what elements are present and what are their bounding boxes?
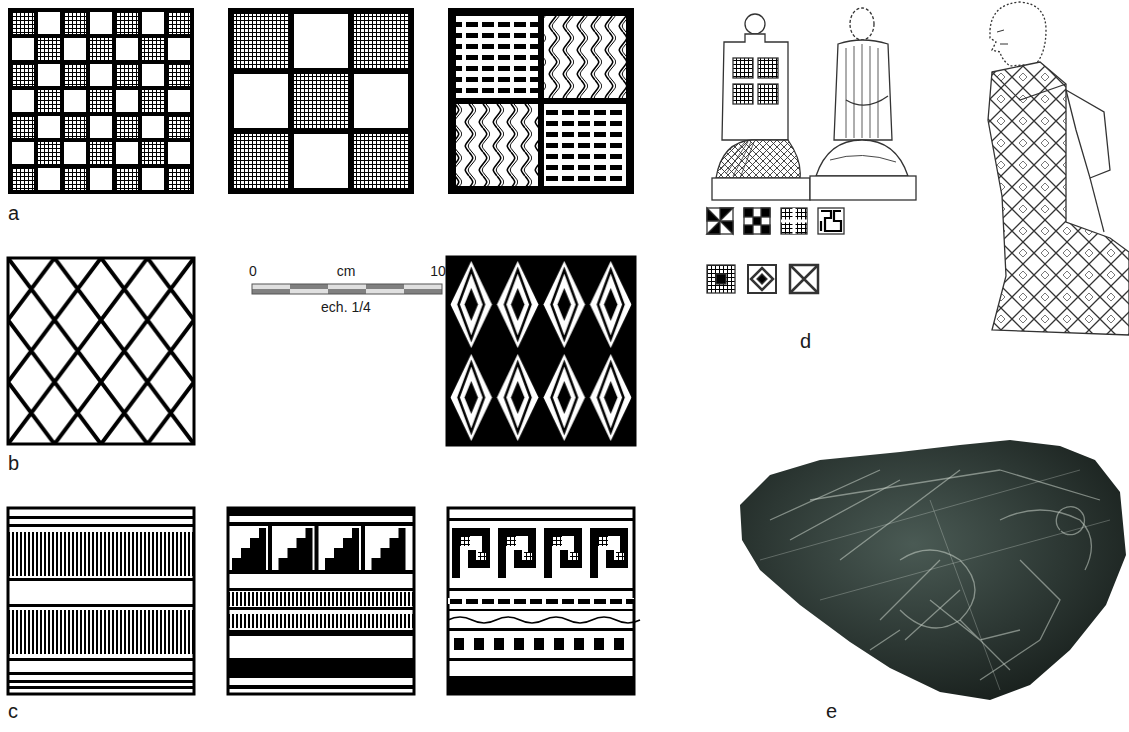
figurine-drawings [707, 2, 1129, 335]
scale-tick: 0 [249, 264, 257, 279]
pattern-a2 [228, 8, 414, 194]
panel-letter: d [800, 330, 811, 352]
label-slot: b [8, 452, 19, 474]
label-slot: 0 [249, 262, 257, 280]
engraved-stone-photo [740, 440, 1126, 700]
label-slot: cm [337, 262, 356, 280]
pattern-b1 [8, 258, 194, 444]
panel-letter: b [8, 452, 19, 474]
panel-letter: c [8, 700, 18, 722]
pattern-c1 [8, 508, 194, 694]
label-slot: c [8, 700, 18, 722]
panel-letter: e [826, 700, 837, 722]
label-slot: a [8, 202, 19, 224]
label-slot: ech. 1/4 [321, 298, 371, 316]
pattern-a3 [448, 8, 634, 194]
pattern-b3 [448, 258, 634, 444]
label-slot: 10 [430, 262, 446, 280]
label-slot: d [800, 330, 811, 352]
scale-ratio: ech. 1/4 [321, 300, 371, 315]
panel-letter: a [8, 202, 19, 224]
pattern-c3 [448, 508, 640, 694]
label-slot: e [826, 700, 837, 722]
scale-bar [252, 284, 442, 294]
scale-tick: 10 [430, 264, 446, 279]
scale-unit: cm [337, 264, 356, 279]
pattern-a1 [8, 8, 194, 194]
pattern-c2 [228, 508, 414, 694]
